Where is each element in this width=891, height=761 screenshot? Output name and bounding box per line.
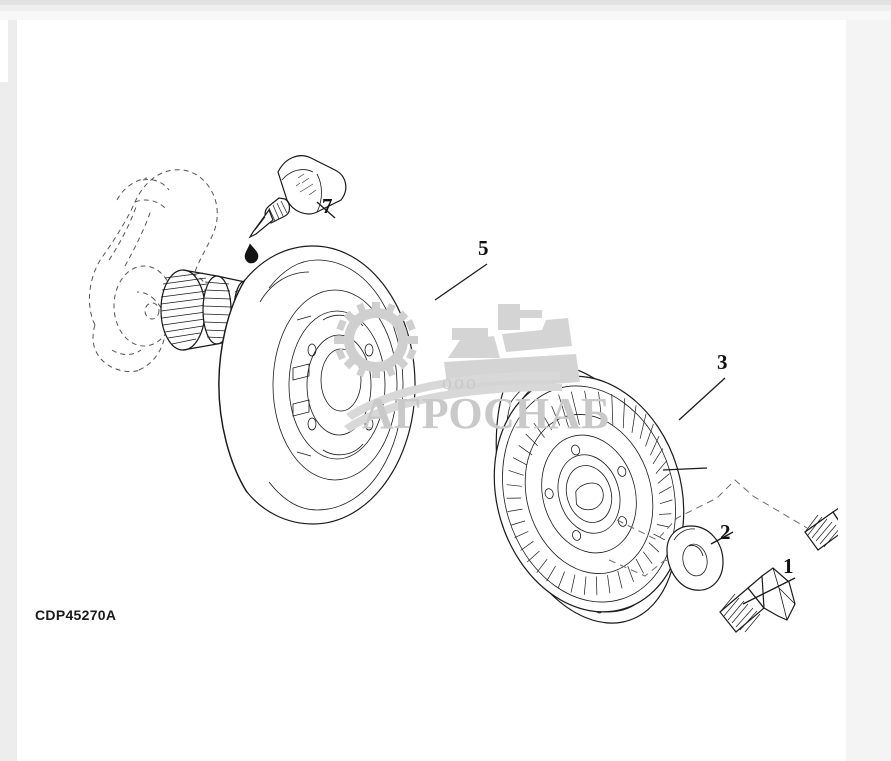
callout-3[interactable]: 3 xyxy=(717,350,728,374)
page-frame-top-edge xyxy=(0,0,891,5)
page-frame-top-edge-inner xyxy=(0,5,891,11)
callout-1[interactable]: 1 xyxy=(783,554,794,578)
page-frame-top-edge-light xyxy=(0,11,891,20)
axle-spindle-housing-group xyxy=(89,169,257,373)
parts-diagram-canvas: .ln { fill:none; stroke:#1a1a1a; stroke-… xyxy=(17,20,838,761)
page-frame-left-outer xyxy=(0,82,8,761)
cap-screw-upper-group xyxy=(804,507,838,551)
page-frame-left-strip xyxy=(8,20,17,761)
callout-2[interactable]: 2 xyxy=(720,520,731,544)
page-frame-right-strip xyxy=(846,20,891,761)
cap-screw-lower-group xyxy=(719,567,796,633)
lubricant-bottle-group xyxy=(242,155,347,296)
part-number-label: CDP45270A xyxy=(35,607,117,623)
flywheel-group xyxy=(218,245,488,525)
page-frame-left-notch xyxy=(0,20,8,82)
callout-7[interactable]: 7 xyxy=(322,194,333,218)
page-frame-right-gap xyxy=(838,20,846,761)
callout-5[interactable]: 5 xyxy=(478,236,489,260)
washer-group xyxy=(666,525,734,591)
